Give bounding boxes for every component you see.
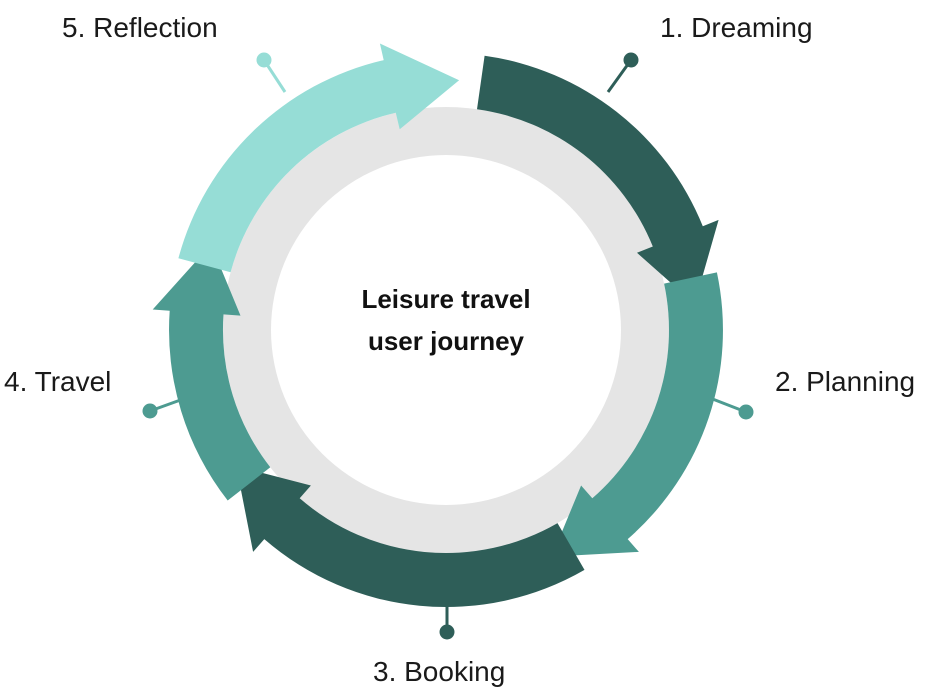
stage-label-travel: 4. Travel — [4, 366, 112, 397]
connector-dot-dreaming — [623, 52, 639, 68]
stage-label-booking: 3. Booking — [373, 656, 506, 687]
arrow-planning — [551, 272, 723, 557]
arrow-reflection — [178, 43, 460, 273]
cycle-arrows — [152, 43, 723, 608]
arrow-dreaming — [477, 55, 719, 304]
arrow-travel — [152, 244, 271, 501]
connector-dot-travel — [142, 403, 158, 419]
center-title: Leisure travel user journey — [316, 278, 576, 362]
connectors — [142, 52, 754, 640]
stage-label-planning: 2. Planning — [775, 366, 916, 397]
stage-label-dreaming: 1. Dreaming — [660, 12, 813, 43]
connector-dot-reflection — [256, 52, 272, 68]
center-title-line-2: user journey — [367, 326, 525, 356]
center-title-line-1: Leisure travel — [361, 284, 531, 314]
center-disk — [271, 155, 621, 505]
arrow-booking — [236, 466, 585, 608]
stage-label-reflection: 5. Reflection — [62, 12, 218, 43]
connector-dot-booking — [439, 624, 455, 640]
connector-dot-planning — [738, 404, 754, 420]
